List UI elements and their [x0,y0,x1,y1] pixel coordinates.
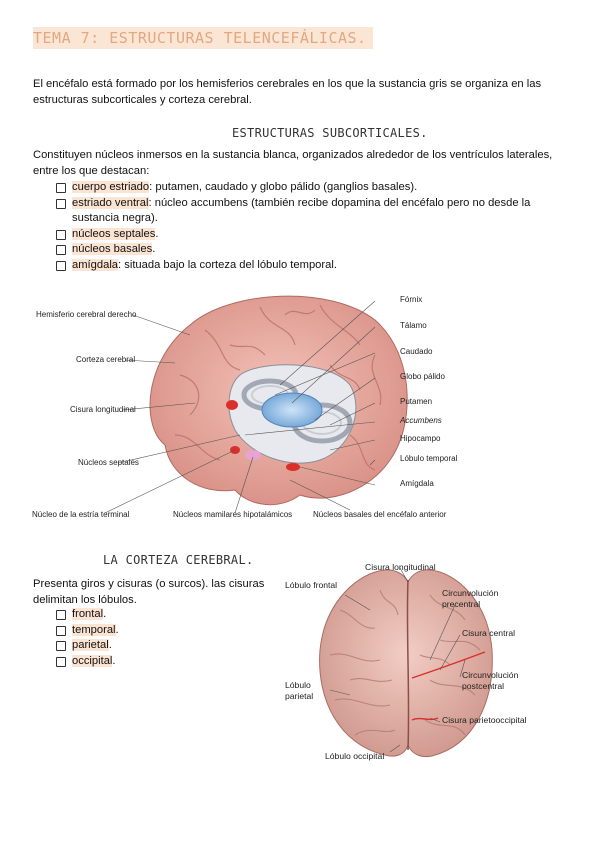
list-item-term: parietal [72,639,109,651]
label-circunvolucion-precentral: Circunvolución precentral [442,588,499,609]
list-item: temporal. [56,623,256,639]
list-item-text: . [103,608,107,620]
label-lobulo-frontal: Lóbulo frontal [285,580,338,590]
label-corteza: Corteza cerebral [76,355,136,364]
red-spot [226,400,238,410]
label-circunvolucion-postcentral: Circunvolución postcentral [462,670,519,691]
checkbox[interactable] [56,229,66,240]
label-hipocampo: Hipocampo [400,434,441,443]
label-septales: Núcleos septales [78,458,139,467]
central-sulcus [411,651,486,679]
red-spot [286,463,300,471]
label-mamilares: Núcleos mamilares hipotalámicos [173,510,293,519]
label-cisura-parietooccipital: Cisura parietooccipital [442,715,527,725]
list-item-term: núcleos septales [72,227,156,240]
list-item-term: cuerpo estriado [72,181,150,193]
list-item-term: estriado ventral [72,196,149,209]
list-item-term: temporal [72,623,116,636]
label-basales: Núcleos basales del encéfalo anterior [313,510,447,519]
leader-lines-top [329,567,466,753]
list-item-term: frontal [72,608,104,620]
brain-illustration [104,295,408,514]
label-lobulo-temporal: Lóbulo temporal [400,454,458,463]
checkbox[interactable] [56,641,66,651]
page-title: Tema 7: estructuras telencefálicas. [33,27,373,49]
list-item-text: : situada bajo la corteza del lóbulo tem… [118,258,337,271]
label-caudado: Caudado [400,347,433,356]
list-item-text: : núcleo accumbens (también recibe dopam… [72,196,531,225]
label-estria-terminal: Núcleo de la estría terminal [32,510,130,519]
list-item: occipital. [56,654,256,670]
list-item: estriado ventral: núcleo accumbens (tamb… [56,196,546,227]
list-item-term: amígdala [72,258,119,271]
subcortical-paragraph: Constituyen núcleos inmersos en la susta… [33,149,553,177]
checkbox[interactable] [56,656,66,667]
gyri-lines-top [329,589,481,736]
list-item-text: . [152,243,156,255]
subcortical-heading: Estructuras subcorticales. [232,126,428,140]
list-item-text: . [115,623,119,636]
list-item-text: . [155,227,159,240]
parietooccipital-sulcus [411,717,439,721]
leader-lines [104,300,376,514]
cortex-heading: La corteza cerebral. [103,553,254,567]
label-lobulo-occipital: Lóbulo occipital [325,751,385,761]
label-cisura-longitudinal-top: Cisura longitudinal [365,562,436,572]
list-item: frontal. [56,607,256,623]
list-item: cuerpo estriado: putamen, caudado y glob… [56,180,546,196]
intro-paragraph: El encéfalo está formado por los hemisfe… [33,78,542,106]
label-lobulo-parietal: Lóbulo parietal [285,680,314,701]
list-item: núcleos septales. [56,227,546,243]
list-item: amígdala: situada bajo la corteza del ló… [56,258,546,274]
cortex-paragraph: Presenta giros y cisuras (o surcos). las… [33,578,265,606]
subcortical-figure: Hemisferio cerebral derecho Corteza cere… [30,285,470,525]
brain-top-illustration [319,567,493,758]
gyri-lines [174,304,382,471]
longitudinal-fissure [406,579,410,751]
label-cisura-central: Cisura central [462,628,516,638]
label-hemisferio: Hemisferio cerebral derecho [36,310,137,319]
label-globo-palido: Globo pálido [400,372,445,381]
checkbox[interactable] [56,260,66,271]
subcortical-list: cuerpo estriado: putamen, caudado y glob… [56,180,546,273]
checkbox[interactable] [56,610,66,620]
label-accumbens: Accumbens [400,416,442,425]
list-item: parietal. [56,638,256,654]
label-cisura-longitudinal: Cisura longitudinal [70,405,136,414]
label-fornix: Fórnix [400,295,423,304]
list-item-text: : putamen, caudado y globo pálido (gangl… [149,181,418,193]
pink-spot [245,450,261,460]
checkbox[interactable] [56,183,66,193]
list-item: núcleos basales. [56,242,546,258]
label-putamen: Putamen [400,397,433,406]
cortex-figure: Cisura longitudinal Lóbulo frontal Circu… [280,560,570,770]
list-item-text: . [108,639,112,651]
list-item-term: occipital [72,654,113,667]
list-item-term: núcleos basales [72,243,153,255]
list-item-text: . [112,654,116,667]
label-talamo: Tálamo [400,321,427,330]
checkbox[interactable] [56,625,66,636]
label-amigdala: Amígdala [400,479,434,488]
checkbox[interactable] [56,245,66,255]
brain-top-shape [319,569,493,758]
thalamus-shape [261,392,323,428]
cortex-list: frontal. temporal. parietal. occipital. [56,607,256,669]
checkbox[interactable] [56,198,66,209]
